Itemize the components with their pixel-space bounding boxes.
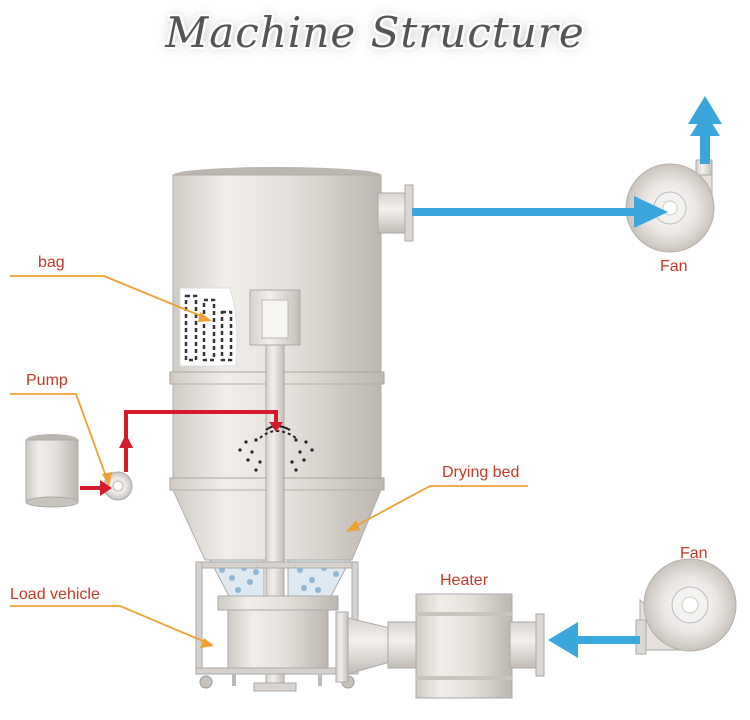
air-flow	[412, 96, 722, 658]
label-drying-bed: Drying bed	[442, 464, 520, 481]
diagram-title: Machine Structure	[165, 8, 585, 57]
bag-filters	[179, 287, 238, 367]
product-bed	[209, 559, 351, 599]
label-pump: Pump	[26, 372, 68, 389]
liquid-flow-arrows	[100, 422, 283, 496]
label-load-vehicle: Load vehicle	[10, 586, 100, 603]
air-outlet-flange	[377, 184, 414, 242]
supply-fan	[635, 558, 737, 655]
spray-nozzle	[238, 425, 314, 472]
label-fan-bottom: Fan	[680, 545, 708, 562]
heater-assembly	[335, 593, 545, 699]
leader-lines	[10, 275, 528, 645]
leader-arrows	[102, 312, 360, 648]
label-fan-top: Fan	[660, 258, 688, 275]
label-bag: bag	[38, 254, 65, 271]
label-heater: Heater	[440, 572, 489, 589]
liquid-tank	[25, 434, 79, 508]
pump-unit	[103, 471, 133, 501]
